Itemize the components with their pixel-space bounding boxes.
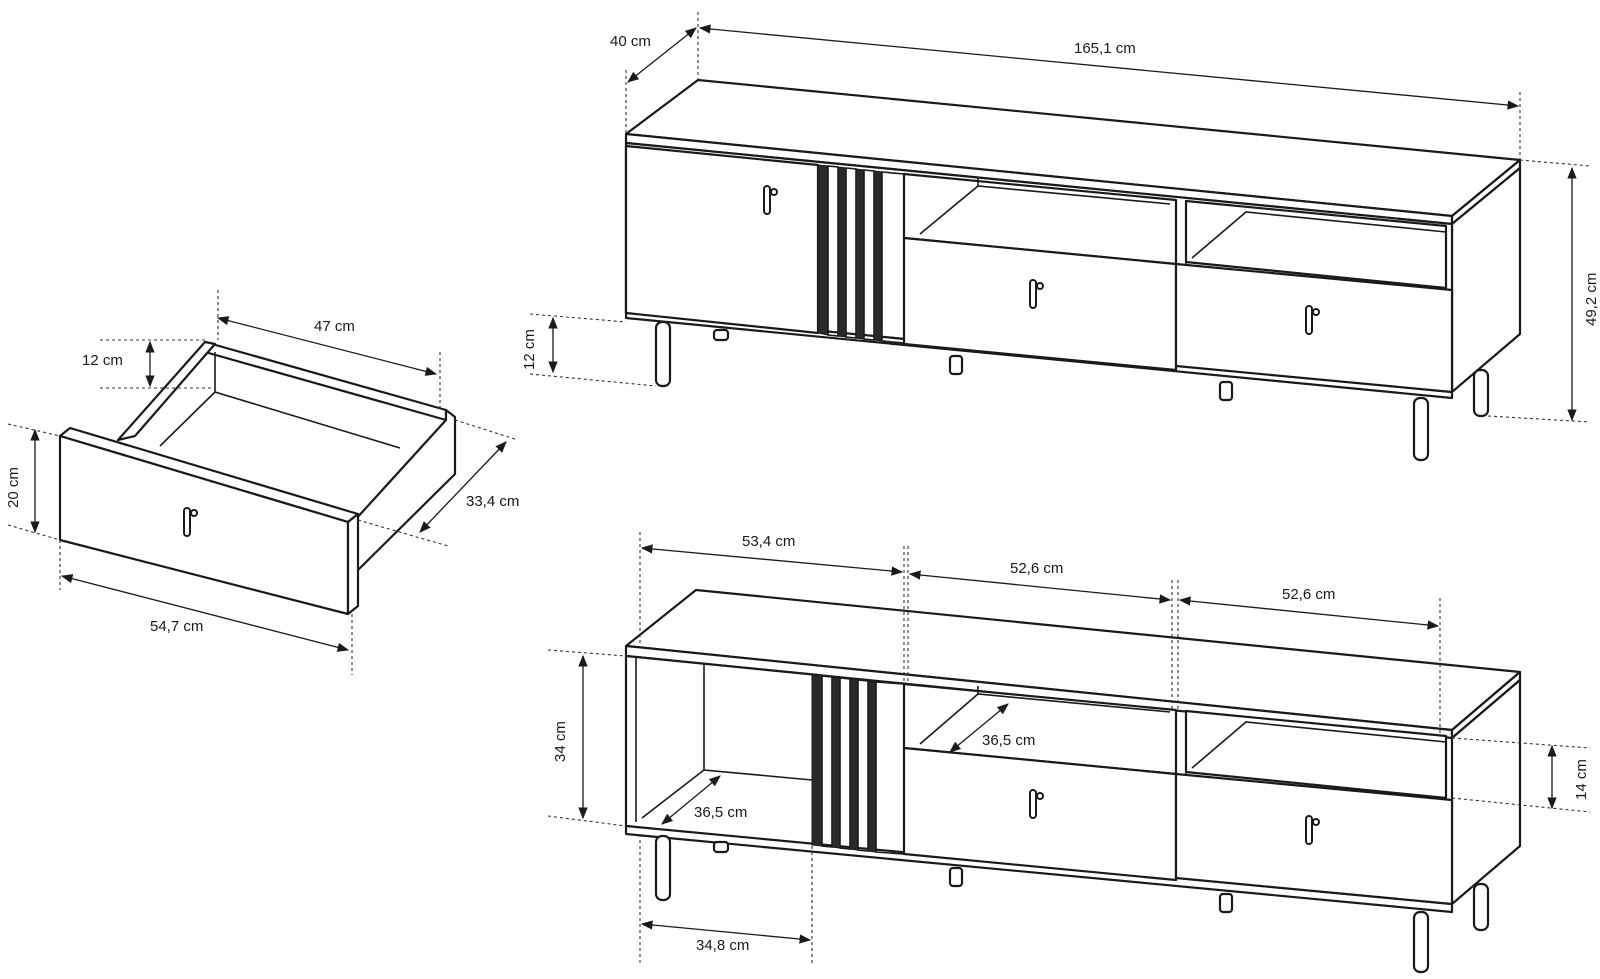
drawer-depth-label: 33,4 cm xyxy=(466,493,519,510)
drawer-inner-height-label: 12 cm xyxy=(82,352,123,369)
top-drawer-middle xyxy=(902,236,1178,372)
cabinet-bottom-view: 53,4 cm 52,6 cm 52,6 cm 34 cm 36,5 cm 36… xyxy=(547,532,1591,974)
drawer-back-panel xyxy=(203,340,448,422)
top-total-height-label: 49,2 cm xyxy=(1583,273,1600,326)
top-drawer-right xyxy=(1174,262,1454,394)
bottom-cabinet-legs xyxy=(654,834,1490,974)
bottom-section-left-label: 53,4 cm xyxy=(742,533,795,550)
top-door-handle-icon xyxy=(763,185,771,215)
top-depth-label: 40 cm xyxy=(610,33,651,50)
top-drawer-right-handle-icon xyxy=(1305,305,1313,335)
drawer-left-side xyxy=(116,340,217,442)
bottom-drawer-right xyxy=(1174,772,1454,906)
top-leg-height-label: 12 cm xyxy=(521,329,538,370)
bottom-inner-height-label: 34 cm xyxy=(552,721,569,762)
drawer-right-side xyxy=(353,408,457,572)
bottom-drawer-middle xyxy=(902,746,1178,882)
drawer-handle-icon xyxy=(183,507,191,537)
bottom-section-middle-label: 52,6 cm xyxy=(1010,560,1063,577)
drawer-front-height-label: 20 cm xyxy=(5,467,22,508)
drawer-width-top-label: 47 cm xyxy=(314,318,355,335)
bottom-open-width-label: 34,8 cm xyxy=(696,937,749,954)
bottom-shelf-depth-left-label: 36,5 cm xyxy=(694,804,747,821)
bottom-drawer-right-handle-icon xyxy=(1305,815,1313,845)
drawer-view: 47 cm 12 cm 20 cm 33,4 cm 54,7 cm xyxy=(5,290,519,675)
top-cabinet-legs xyxy=(654,320,1490,462)
drawer-front-width-label: 54,7 cm xyxy=(150,618,203,635)
bottom-drawer-middle-handle-icon xyxy=(1029,789,1037,819)
bottom-shelf-depth-middle-label: 36,5 cm xyxy=(982,732,1035,749)
top-cabinet-door xyxy=(624,144,820,335)
top-cabinet-slats xyxy=(817,164,905,344)
bottom-niche-height-label: 14 cm xyxy=(1573,759,1590,800)
bottom-section-right-label: 52,6 cm xyxy=(1282,586,1335,603)
top-drawer-middle-handle-icon xyxy=(1029,279,1037,309)
cabinet-top-view: 40 cm 165,1 cm 49,2 cm 12 cm xyxy=(521,12,1600,462)
top-total-width-label: 165,1 cm xyxy=(1074,40,1136,57)
bottom-cabinet-slats xyxy=(811,674,905,855)
